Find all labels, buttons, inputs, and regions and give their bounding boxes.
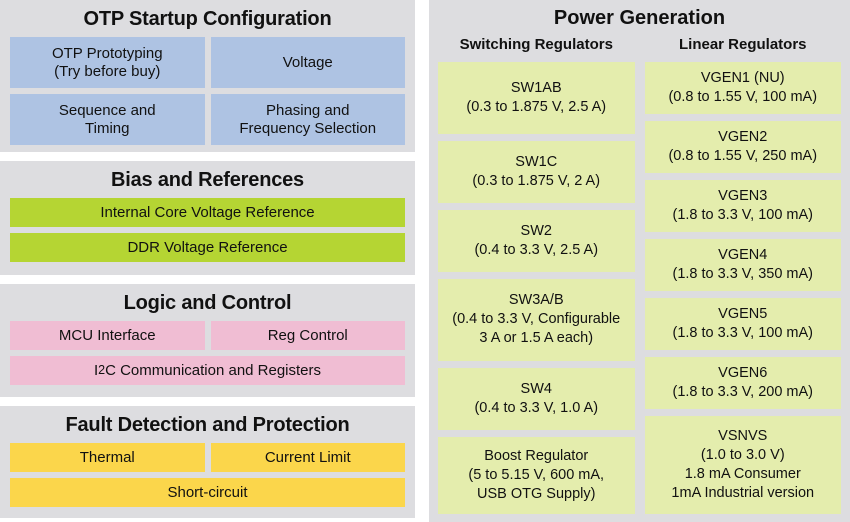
regulator-name: SW1AB (510, 79, 562, 96)
block-current-limit[interactable]: Current Limit (210, 443, 405, 472)
regulator-spec: (5 to 5.15 V, 600 mA, USB OTG Supply) (468, 466, 605, 502)
regulator-name: VSNVS (718, 428, 768, 445)
panel-row: OTP Prototyping (Try before buy) Voltage (10, 37, 405, 88)
regulator-name: SW3A/B (508, 292, 564, 309)
regulator-name: SW4 (520, 380, 552, 397)
regulator-vgen4[interactable]: VGEN4 (1.8 to 3.3 V, 350 mA) (644, 238, 841, 291)
block-internal-core-voltage-reference[interactable]: Internal Core Voltage Reference (10, 198, 405, 227)
panel-title-otp: OTP Startup Configuration (83, 8, 332, 30)
panel-row: Internal Core Voltage Reference (10, 198, 405, 227)
switching-regulator-list: SW1AB (0.3 to 1.875 V, 2.5 A) SW1C (0.3 … (438, 61, 635, 514)
panel-row: MCU Interface Reg Control (10, 321, 405, 350)
regulator-sw3a-b[interactable]: SW3A/B (0.4 to 3.3 V, Configurable 3 A o… (438, 278, 635, 361)
regulator-sw4[interactable]: SW4 (0.4 to 3.3 V, 1.0 A) (438, 367, 635, 430)
block-sequence-and-timing[interactable]: Sequence and Timing (10, 94, 205, 145)
regulator-spec: (0.4 to 3.3 V, Configurable 3 A or 1.5 A… (452, 311, 621, 347)
regulator-sw1c[interactable]: SW1C (0.3 to 1.875 V, 2 A) (438, 140, 635, 203)
left-column: OTP Startup Configuration OTP Prototypin… (0, 0, 415, 522)
regulator-spec: (0.4 to 3.3 V, 1.0 A) (474, 399, 599, 416)
panel-row: Sequence and Timing Phasing and Frequenc… (10, 94, 405, 145)
regulator-spec: (0.4 to 3.3 V, 2.5 A) (474, 241, 599, 258)
panel-bias-and-references: Bias and References Internal Core Voltag… (0, 161, 415, 275)
linear-regulator-list: VGEN1 (NU) (0.8 to 1.55 V, 100 mA) VGEN2… (644, 61, 841, 514)
regulator-spec: (0.3 to 1.875 V, 2.5 A) (466, 98, 607, 115)
regulator-vgen1[interactable]: VGEN1 (NU) (0.8 to 1.55 V, 100 mA) (644, 61, 841, 114)
panel-row: Thermal Current Limit (10, 443, 405, 472)
panel-title-power-generation: Power Generation (553, 7, 726, 29)
regulator-name: VGEN4 (718, 246, 768, 263)
regulator-spec: (0.3 to 1.875 V, 2 A) (472, 172, 601, 189)
column-heading-linear-regulators: Linear Regulators (678, 36, 807, 53)
block-phasing-and-frequency-selection[interactable]: Phasing and Frequency Selection (210, 94, 405, 145)
regulator-sw2[interactable]: SW2 (0.4 to 3.3 V, 2.5 A) (438, 209, 635, 272)
panel-title-fault: Fault Detection and Protection (65, 414, 350, 436)
block-otp-prototyping[interactable]: OTP Prototyping (Try before buy) (10, 37, 205, 88)
regulator-vgen6[interactable]: VGEN6 (1.8 to 3.3 V, 200 mA) (644, 356, 841, 409)
regulator-vsnvs[interactable]: VSNVS (1.0 to 3.0 V) 1.8 mA Consumer 1mA… (644, 415, 841, 514)
regulator-spec: (0.8 to 1.55 V, 100 mA) (668, 88, 818, 105)
regulator-vgen2[interactable]: VGEN2 (0.8 to 1.55 V, 250 mA) (644, 120, 841, 173)
panel-fault-detection-and-protection: Fault Detection and Protection Thermal C… (0, 406, 415, 518)
regulator-name: SW1C (515, 153, 558, 170)
panel-title-logic: Logic and Control (123, 292, 292, 314)
regulator-name: VGEN3 (718, 187, 768, 204)
block-short-circuit[interactable]: Short-circuit (10, 478, 405, 507)
column-heading-switching-regulators: Switching Regulators (459, 36, 613, 53)
block-thermal[interactable]: Thermal (10, 443, 205, 472)
regulator-name: VGEN6 (718, 364, 768, 381)
regulator-name: SW2 (520, 222, 552, 239)
block-voltage[interactable]: Voltage (210, 37, 405, 88)
panel-title-bias: Bias and References (111, 169, 304, 191)
panel-logic-and-control: Logic and Control MCU Interface Reg Cont… (0, 284, 415, 397)
block-reg-control[interactable]: Reg Control (210, 321, 405, 350)
block-mcu-interface[interactable]: MCU Interface (10, 321, 205, 350)
regulator-boost[interactable]: Boost Regulator (5 to 5.15 V, 600 mA, US… (438, 436, 635, 514)
regulator-vgen5[interactable]: VGEN5 (1.8 to 3.3 V, 100 mA) (644, 297, 841, 350)
regulator-name: Boost Regulator (484, 448, 589, 465)
regulator-spec: (1.8 to 3.3 V, 200 mA) (672, 383, 814, 400)
panel-otp-startup-configuration: OTP Startup Configuration OTP Prototypin… (0, 0, 415, 152)
regulator-spec: (0.8 to 1.55 V, 250 mA) (668, 147, 818, 164)
panel-row: DDR Voltage Reference (10, 233, 405, 262)
column-linear-regulators: Linear Regulators VGEN1 (NU) (0.8 to 1.5… (644, 35, 841, 514)
panel-row: Short-circuit (10, 478, 405, 507)
power-generation-columns: Switching Regulators SW1AB (0.3 to 1.875… (438, 35, 841, 514)
regulator-spec: (1.8 to 3.3 V, 100 mA) (672, 324, 814, 341)
column-switching-regulators: Switching Regulators SW1AB (0.3 to 1.875… (438, 35, 635, 514)
regulator-name: VGEN1 (NU) (700, 69, 785, 86)
regulator-name: VGEN2 (718, 128, 768, 145)
block-ddr-voltage-reference[interactable]: DDR Voltage Reference (10, 233, 405, 262)
regulator-sw1ab[interactable]: SW1AB (0.3 to 1.875 V, 2.5 A) (438, 61, 635, 134)
regulator-spec: (1.8 to 3.3 V, 100 mA) (672, 206, 814, 223)
regulator-spec: (1.0 to 3.0 V) 1.8 mA Consumer 1mA Indus… (671, 447, 815, 501)
panel-power-generation: Power Generation Switching Regulators SW… (429, 0, 850, 522)
regulator-vgen3[interactable]: VGEN3 (1.8 to 3.3 V, 100 mA) (644, 179, 841, 232)
regulator-spec: (1.8 to 3.3 V, 350 mA) (672, 265, 814, 282)
regulator-name: VGEN5 (718, 305, 768, 322)
